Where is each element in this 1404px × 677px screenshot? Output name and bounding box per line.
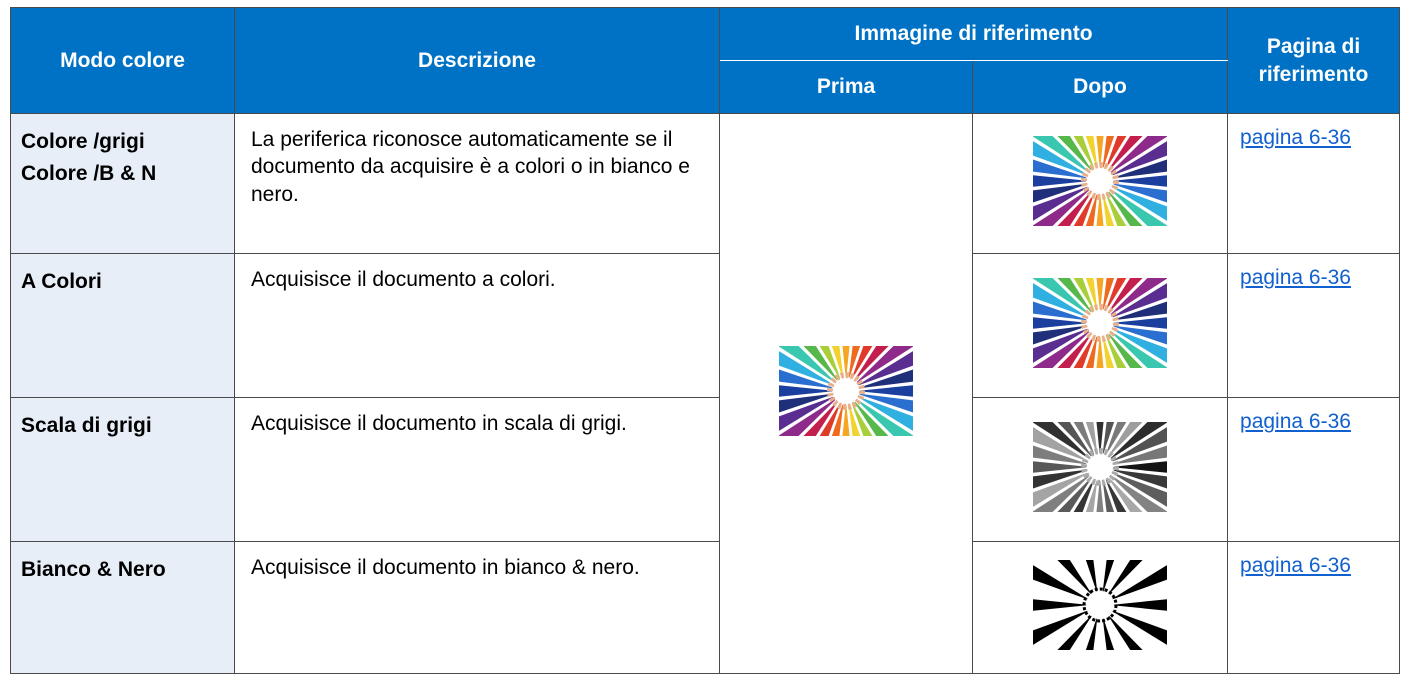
color-pencils-image (1010, 233, 1190, 413)
description-cell: Acquisisce il documento a colori. (234, 253, 720, 398)
color-pencils-image (756, 301, 936, 481)
mode-label: Colore /B & N (21, 161, 157, 185)
mode-cell: Colore /grigi Colore /B & N (10, 113, 235, 254)
mode-label: Bianco & Nero (21, 558, 166, 581)
reference-cell: pagina 6-36 (1227, 541, 1401, 674)
reference-cell: pagina 6-36 (1227, 113, 1401, 254)
grayscale-pencils-image (1010, 377, 1190, 557)
mode-label: A Colori (21, 270, 102, 293)
header-before: Prima (719, 60, 973, 114)
reference-page-link[interactable]: pagina 6-36 (1240, 410, 1351, 433)
reference-page-link[interactable]: pagina 6-36 (1240, 126, 1351, 149)
description-cell: Acquisisce il documento in scala di grig… (234, 397, 720, 542)
after-image-cell (971, 91, 1229, 271)
reference-cell: pagina 6-36 (1227, 397, 1401, 542)
mode-cell: A Colori (10, 253, 235, 398)
description-cell: Acquisisce il documento in bianco & nero… (234, 541, 720, 674)
after-image-cell (971, 233, 1229, 413)
header-reference-page-label: Pagina di riferimento (1258, 35, 1369, 86)
header-mode: Modo colore (10, 7, 235, 114)
table-row: Scala di grigi Acquisisce il documento i… (10, 377, 1401, 557)
reference-page-link[interactable]: pagina 6-36 (1240, 266, 1351, 289)
mode-label: Colore /grigi (21, 130, 145, 153)
reference-cell: pagina 6-36 (1227, 253, 1401, 398)
table-row: A Colori Acquisisce il documento a color… (10, 233, 1401, 413)
mode-label: Scala di grigi (21, 414, 152, 437)
header-description: Descrizione (234, 7, 720, 114)
mode-cell: Scala di grigi (10, 397, 235, 542)
after-image-cell (971, 377, 1229, 557)
mode-cell: Bianco & Nero (10, 541, 235, 674)
reference-page-link[interactable]: pagina 6-36 (1240, 554, 1351, 577)
table-row: Bianco & Nero Acquisisce il documento in… (10, 515, 1401, 677)
after-image-cell (971, 515, 1229, 677)
before-image-cell (719, 113, 973, 674)
color-pencils-image (1010, 91, 1190, 271)
color-mode-table: Modo colore Descrizione Immagine di rife… (10, 7, 1401, 677)
header-after: Dopo (971, 60, 1229, 114)
bw-pencils-image (1010, 515, 1190, 677)
description-cell: La periferica riconosce automaticamente … (234, 113, 720, 254)
header-reference-page: Pagina di riferimento (1227, 7, 1401, 114)
header-reference-image: Immagine di riferimento (718, 7, 1229, 61)
table-row: Colore /grigi Colore /B & N La periferic… (10, 91, 1401, 674)
